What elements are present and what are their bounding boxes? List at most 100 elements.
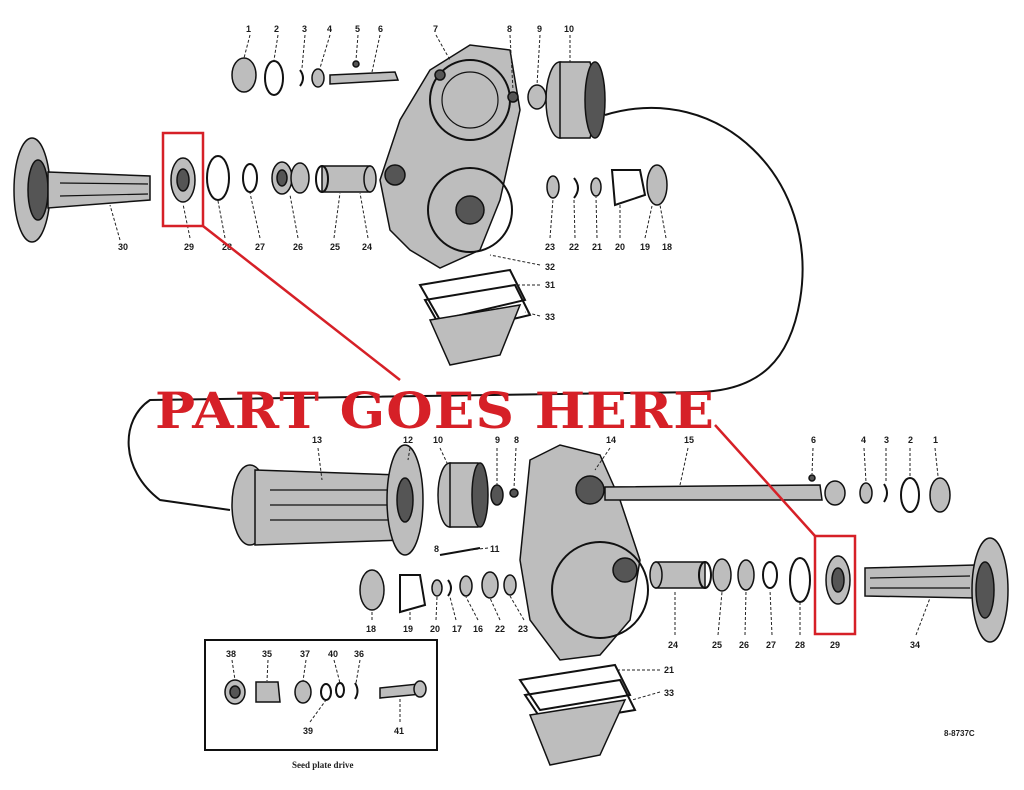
label-28-top: 28	[222, 242, 232, 252]
label-23-bottom: 23	[518, 624, 528, 634]
inset-part-37	[294, 680, 312, 704]
label-29-bottom: 29	[830, 640, 840, 650]
part-17-bottom	[447, 579, 452, 597]
label-21-top: 21	[592, 242, 602, 252]
label-24-top: 24	[362, 242, 372, 252]
inset-label-38: 38	[226, 649, 236, 659]
part-3-top	[299, 69, 304, 87]
label-26-bottom: 26	[739, 640, 749, 650]
pin-11	[439, 547, 481, 556]
label-7-top: 7	[433, 24, 438, 34]
inset-label-40: 40	[328, 649, 338, 659]
inset-label-37: 37	[300, 649, 310, 659]
pointer-line-bottom	[714, 424, 816, 537]
label-6-top: 6	[378, 24, 383, 34]
inset-frame	[204, 639, 438, 751]
pin-5-top	[352, 60, 360, 68]
bearing-26b-top	[290, 162, 310, 194]
part-16-bottom	[459, 575, 473, 597]
label-2-top: 2	[274, 24, 279, 34]
gasket-28-top	[206, 155, 230, 201]
part-21-top	[590, 177, 602, 197]
bearing-25-bottom	[712, 558, 732, 592]
axle-shaft-34	[864, 537, 1009, 643]
drawing-code: 8-8737C	[944, 729, 975, 738]
part-8-bottom	[509, 488, 519, 498]
part-20-bottom	[431, 579, 443, 597]
gear-housing-7	[379, 44, 521, 269]
part-1-bottom	[929, 477, 951, 513]
ring-27-top	[242, 163, 258, 193]
highlight-overlay	[161, 131, 857, 636]
label-22-top: 22	[569, 242, 579, 252]
inset-part-39	[320, 683, 332, 701]
label-21-bottom: 21	[664, 665, 674, 675]
seed-plate-drive-inset: 38 35 37 40 36 39 41	[204, 639, 438, 751]
part-3-bottom	[883, 483, 888, 503]
gasket-28-bottom	[789, 557, 811, 603]
highlight-box-top	[161, 131, 205, 228]
part-22-bottom	[481, 571, 499, 599]
part-goes-here-banner: PART GOES HERE	[155, 381, 715, 440]
part-4-top	[311, 68, 325, 88]
label-27-top: 27	[255, 242, 265, 252]
label-1-bottom: 1	[933, 435, 938, 445]
label-34-bottom: 34	[910, 640, 920, 650]
label-10-bottom: 10	[433, 435, 443, 445]
drum-10	[545, 61, 606, 139]
part-20-top	[610, 169, 647, 207]
label-14-bottom: 14	[606, 435, 616, 445]
label-12-bottom: 12	[403, 435, 413, 445]
label-20-top: 20	[615, 242, 625, 252]
bottom-labels: 13 12 10 9 8 14 15 6 4 3 2 1 11 8 18 19 …	[312, 435, 938, 698]
label-10-top: 10	[564, 24, 574, 34]
label-8a-bottom: 8	[514, 435, 519, 445]
top-assembly	[13, 34, 668, 366]
part-9-bottom	[490, 484, 504, 506]
part-9-top	[527, 84, 547, 110]
label-3-bottom: 3	[884, 435, 889, 445]
label-3-top: 3	[302, 24, 307, 34]
label-24-bottom: 24	[668, 640, 678, 650]
flange-12	[386, 444, 424, 556]
part-23-bottom	[503, 574, 517, 596]
inset-part-36	[354, 682, 359, 700]
axle-shaft-30	[13, 137, 151, 243]
sleeve-24-bottom	[649, 561, 712, 589]
inset-part-35	[255, 681, 281, 703]
part-4-bottom	[859, 482, 873, 504]
label-19-bottom: 19	[403, 624, 413, 634]
label-26-top: 26	[293, 242, 303, 252]
label-33-bottom: 33	[664, 688, 674, 698]
label-17-bottom: 17	[452, 624, 462, 634]
inset-label-36: 36	[354, 649, 364, 659]
label-4-bottom: 4	[861, 435, 866, 445]
cap-29-bottom	[825, 555, 851, 605]
part-19-bottom	[399, 574, 427, 614]
label-20-bottom: 20	[430, 624, 440, 634]
label-16-bottom: 16	[473, 624, 483, 634]
cover-21-33-bottom	[518, 663, 637, 766]
part-19-top	[646, 164, 668, 206]
label-13-bottom: 13	[312, 435, 322, 445]
tube-13	[231, 464, 406, 546]
label-9-top: 9	[537, 24, 542, 34]
label-27-bottom: 27	[766, 640, 776, 650]
label-4-top: 4	[327, 24, 332, 34]
label-8-top: 8	[507, 24, 512, 34]
part-22-top	[573, 177, 579, 199]
inset-part-40	[335, 682, 345, 698]
inset-label-41: 41	[394, 726, 404, 736]
housing-14	[519, 444, 649, 661]
connecting-belt	[127, 106, 804, 511]
inset-caption: Seed plate drive	[292, 760, 354, 770]
label-18-top: 18	[662, 242, 672, 252]
top-labels: 1 2 3 4 5 6 7 8 9 10 30 29 28 27 26 25 2…	[118, 24, 672, 322]
shaft-15	[604, 474, 846, 506]
label-25-top: 25	[330, 242, 340, 252]
label-11-bottom: 11	[490, 544, 500, 554]
bearing-26-top	[271, 161, 293, 195]
label-25-bottom: 25	[712, 640, 722, 650]
label-29-top: 29	[184, 242, 194, 252]
